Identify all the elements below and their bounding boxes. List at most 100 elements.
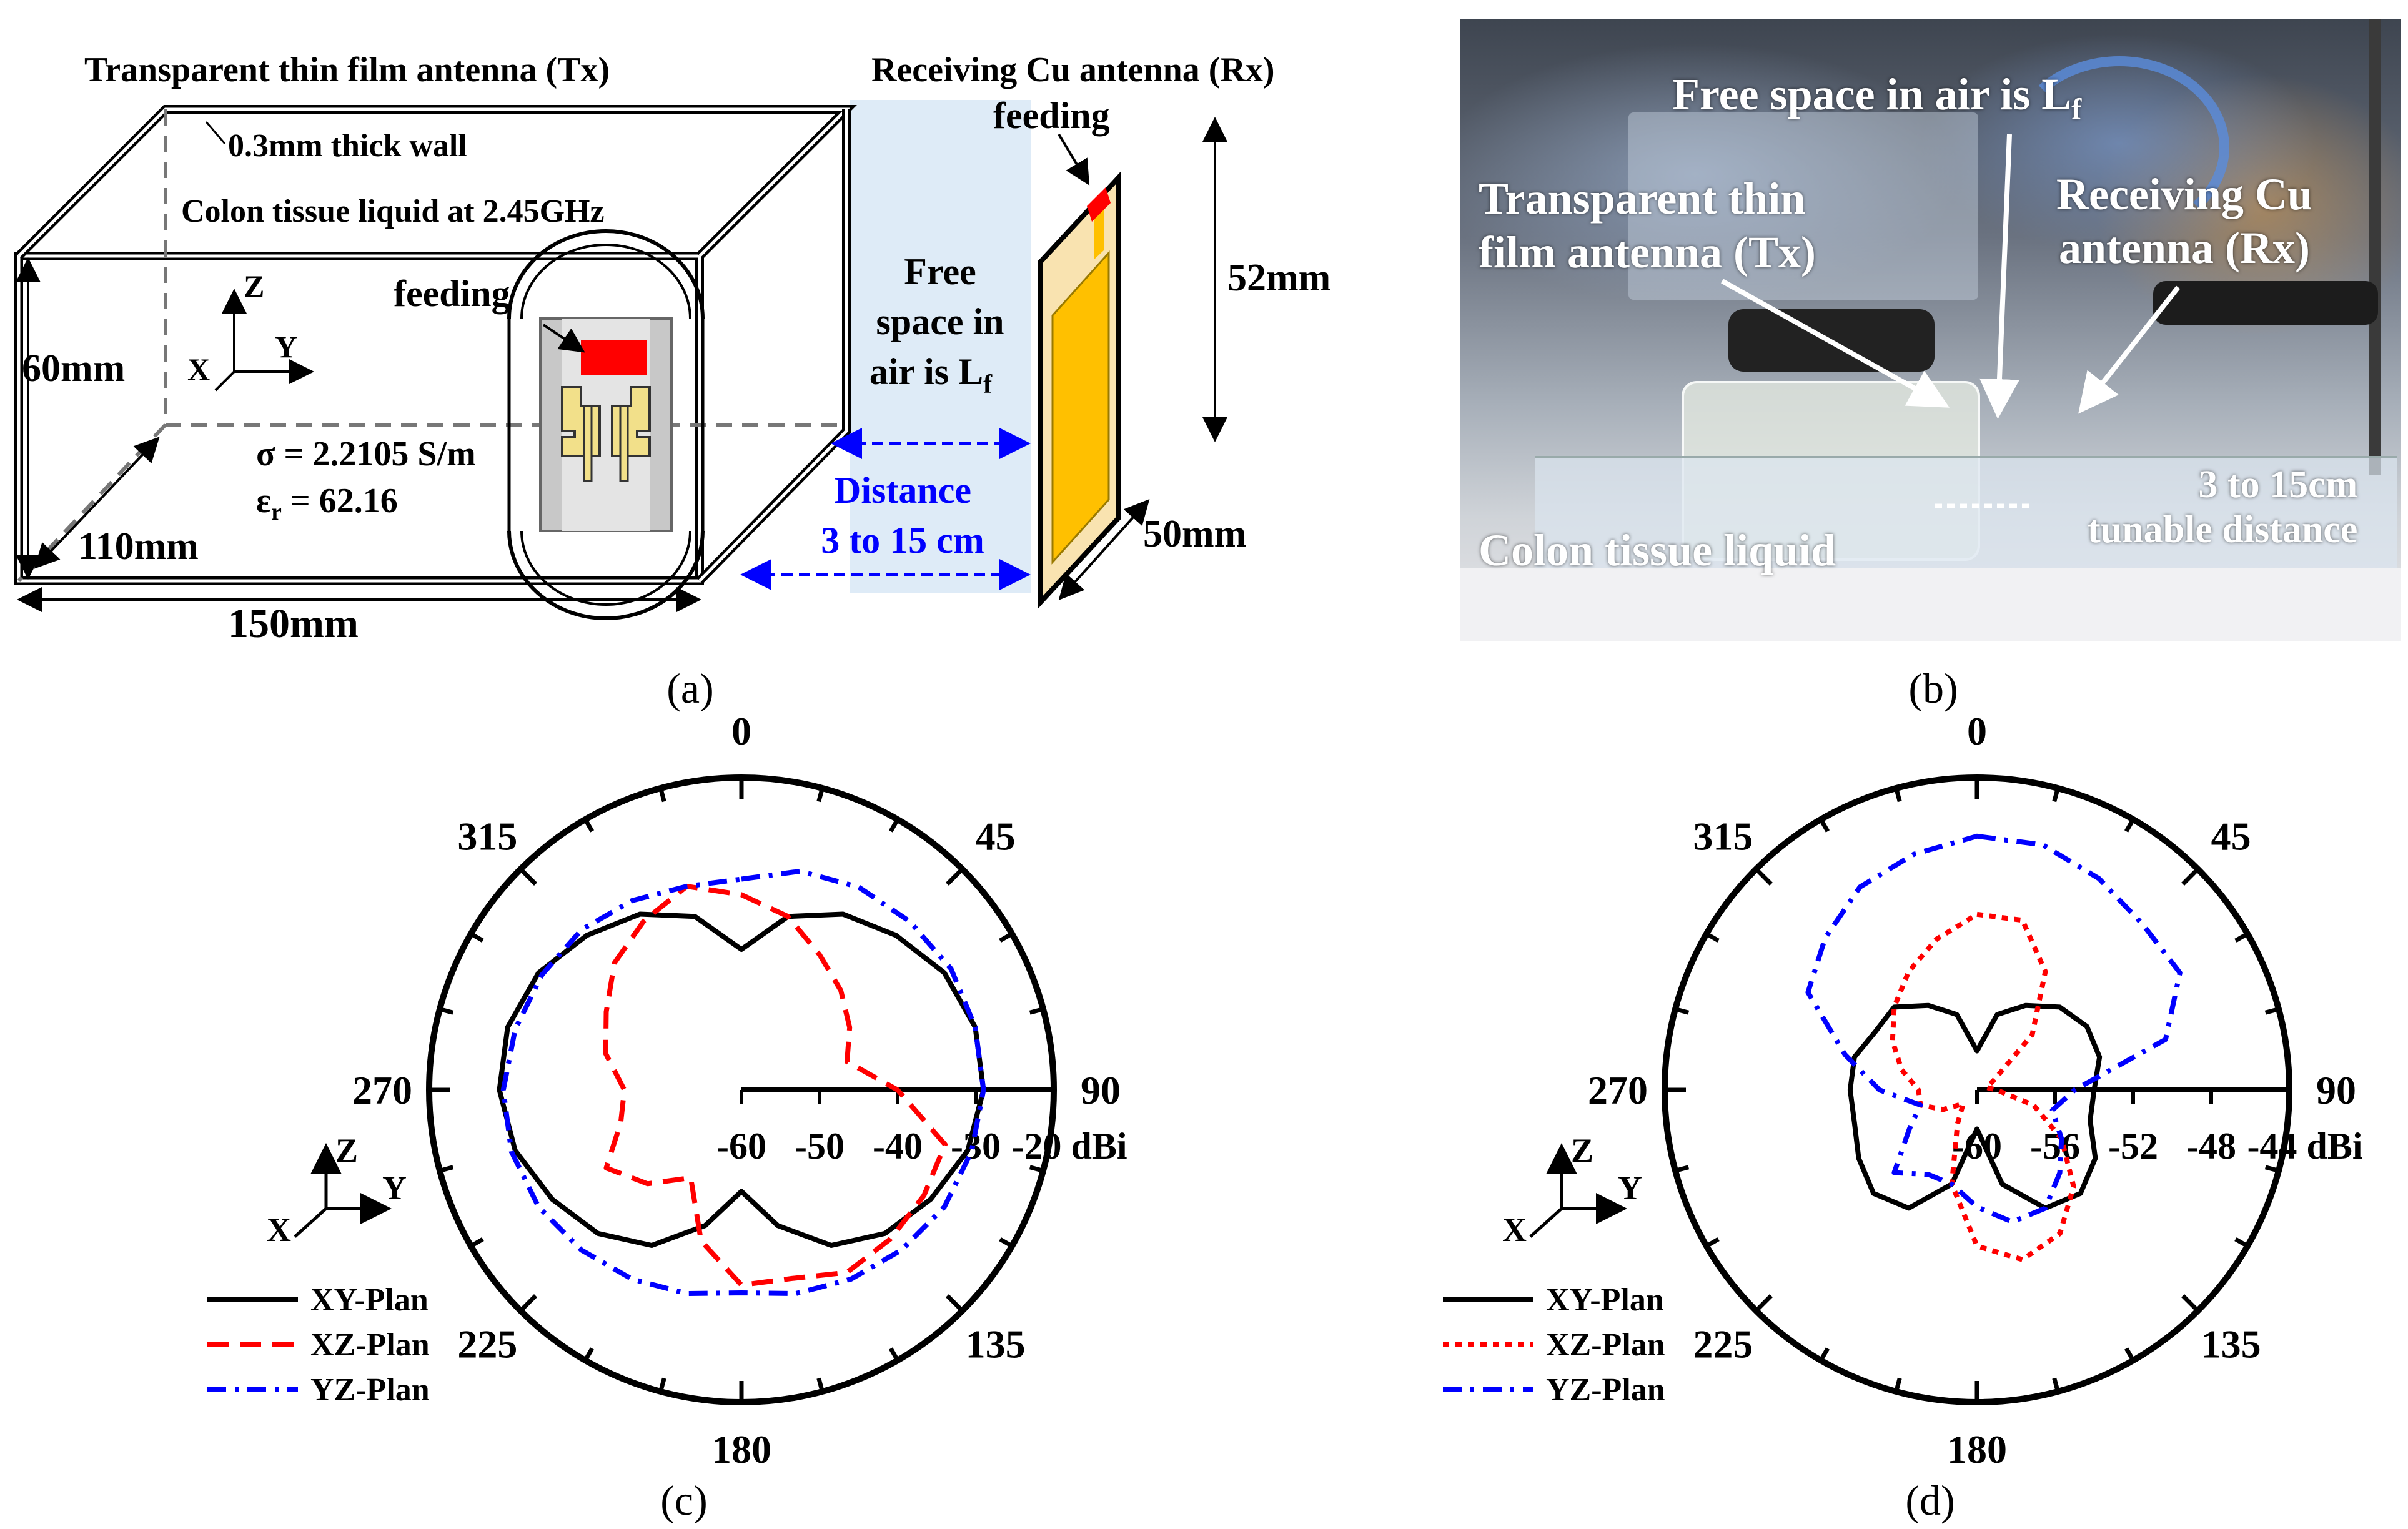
triad-x-label: X bbox=[267, 1211, 291, 1249]
triad-x-line bbox=[1529, 1207, 1563, 1238]
triad-x-line bbox=[294, 1207, 327, 1238]
axis-x-label: X bbox=[187, 352, 210, 387]
caption-d: (d) bbox=[1905, 1477, 1955, 1524]
label-free-space: Free space in air is Lf bbox=[1672, 69, 2082, 126]
free-space-line3: air is Lf bbox=[870, 351, 993, 399]
triad-x-label: X bbox=[1502, 1211, 1527, 1249]
polar-angle-tick bbox=[1675, 1165, 1690, 1173]
free-space-line2: space in bbox=[876, 301, 1004, 342]
polar-angle-tick bbox=[888, 1347, 900, 1362]
feeding-left-label: feeding bbox=[394, 273, 510, 314]
series-yz-plan bbox=[1805, 833, 2183, 1225]
polar-angle-tick bbox=[1894, 788, 1902, 803]
polar-angle-tick bbox=[1675, 1007, 1690, 1015]
polar-angle-tick bbox=[2264, 1007, 2279, 1015]
polar-angle-tick bbox=[1894, 1377, 1902, 1392]
polar-angle-label: 315 bbox=[457, 814, 517, 858]
arrow-free-space bbox=[1979, 134, 2019, 419]
polar-angle-label: 45 bbox=[976, 814, 1016, 858]
label-tx: Transparent thin film antenna (Tx) bbox=[1479, 174, 1816, 277]
polar-angle-label: 90 bbox=[2316, 1068, 2356, 1112]
polar-angle-tick bbox=[1818, 818, 1830, 833]
polar-angle-label: 180 bbox=[711, 1427, 771, 1472]
height-label: 60mm bbox=[22, 347, 125, 390]
legend-label: YZ-Plan bbox=[1546, 1372, 1665, 1408]
polar-angle-tick bbox=[518, 1294, 537, 1313]
polar-angle-label: 90 bbox=[1081, 1068, 1121, 1112]
series-yz-plan bbox=[500, 868, 986, 1296]
arrow-tx bbox=[1721, 279, 1950, 408]
polar-angle-tick bbox=[2052, 1377, 2060, 1392]
photo-arrows bbox=[1721, 134, 2181, 508]
polar-angle-tick bbox=[2264, 1165, 2279, 1173]
polar-angle-tick bbox=[1029, 1165, 1044, 1173]
polar-radial-tick-label: -48 bbox=[2186, 1126, 2236, 1167]
eps-label: εr = 62.16 bbox=[256, 482, 398, 525]
rx-title: Receiving Cu antenna (Rx) bbox=[871, 51, 1275, 89]
polar-angle-tick bbox=[658, 788, 666, 803]
caption-b: (b) bbox=[1908, 665, 1958, 712]
stand-pole bbox=[2369, 19, 2381, 475]
tx-title: Transparent thin film antenna (Tx) bbox=[84, 51, 610, 89]
polar-angle-label: 135 bbox=[2201, 1322, 2261, 1367]
distance-line1: Distance bbox=[834, 470, 971, 511]
panel-a-diagram: Transparent thin film antenna (Tx) Recei… bbox=[14, 51, 1330, 646]
polar-angle-tick bbox=[583, 1347, 595, 1362]
polar-angle-tick bbox=[439, 1007, 454, 1015]
polar-radial-tick-label: -20 dBi bbox=[1011, 1126, 1127, 1167]
series-xy-plan bbox=[1847, 1002, 2103, 1211]
axis-z-label: Z bbox=[244, 269, 264, 304]
series-xy-plan bbox=[497, 911, 986, 1248]
polar-angle-tick bbox=[2124, 1347, 2136, 1362]
polar-radial-tick-label: -52 bbox=[2108, 1126, 2158, 1167]
polar-angle-tick bbox=[2234, 1237, 2249, 1249]
polar-angle-label: 45 bbox=[2211, 814, 2251, 858]
polar-angle-tick bbox=[1754, 1294, 1773, 1313]
triad-y-label: Y bbox=[382, 1169, 407, 1207]
triad-z-label: Z bbox=[335, 1132, 358, 1169]
polar-angle-tick bbox=[946, 867, 964, 886]
series-xz-plan bbox=[1890, 911, 2076, 1262]
polar-angle-tick bbox=[888, 818, 900, 833]
polar-angle-label: 225 bbox=[457, 1322, 517, 1367]
dim-depth-arrow bbox=[34, 437, 160, 569]
polar-angle-label: 270 bbox=[352, 1068, 412, 1112]
polar-radial-tick-label: -50 bbox=[795, 1126, 845, 1167]
polar-angle-tick bbox=[2052, 788, 2060, 803]
depth-label: 110mm bbox=[78, 525, 199, 568]
ruler bbox=[1535, 456, 2397, 576]
polar-angle-tick bbox=[2124, 818, 2136, 833]
polar-angle-tick bbox=[1818, 1347, 1830, 1362]
distance-line2: 3 to 15 cm bbox=[821, 520, 984, 561]
label-rx: Receiving Cu antenna (Rx) bbox=[2056, 169, 2312, 273]
polar-radial-tick-label: -40 bbox=[873, 1126, 923, 1167]
polar-angle-tick bbox=[583, 818, 595, 833]
polar-angle-tick bbox=[999, 931, 1013, 943]
rx-height-label: 52mm bbox=[1227, 257, 1330, 299]
polar-angle-tick bbox=[999, 1237, 1013, 1249]
polar-chart-c: -60-50-40-30-20 dBi04590135180225270315Z… bbox=[207, 709, 1127, 1472]
wall-pointer bbox=[205, 121, 226, 144]
polar-angle-tick bbox=[816, 1377, 825, 1392]
rx-antenna bbox=[1038, 133, 1121, 610]
monitor-shape bbox=[1628, 112, 1978, 300]
polar-angle-tick bbox=[946, 1294, 964, 1313]
legend-label: XZ-Plan bbox=[310, 1327, 430, 1363]
polar-angle-tick bbox=[470, 1237, 484, 1249]
feeding-right-label: feeding bbox=[993, 95, 1110, 136]
capsule-antenna bbox=[507, 229, 705, 620]
polar-angle-tick bbox=[439, 1165, 454, 1173]
sigma-label: σ = 2.2105 S/m bbox=[256, 435, 476, 473]
liquid-box bbox=[14, 105, 857, 585]
rx-width-label: 50mm bbox=[1143, 513, 1246, 555]
width-label: 150mm bbox=[228, 601, 359, 646]
capsule-feed bbox=[581, 340, 647, 375]
label-distance: 3 to 15cm tunable distance bbox=[2088, 463, 2358, 551]
polar-angle-label: 0 bbox=[731, 709, 751, 753]
polar-radial-tick-label: -44 dBi bbox=[2247, 1126, 2362, 1167]
polar-angle-label: 270 bbox=[1588, 1068, 1648, 1112]
polar-angle-tick bbox=[2181, 867, 2200, 886]
free-space-band bbox=[850, 100, 1031, 593]
polar-angle-label: 180 bbox=[1947, 1427, 2007, 1472]
